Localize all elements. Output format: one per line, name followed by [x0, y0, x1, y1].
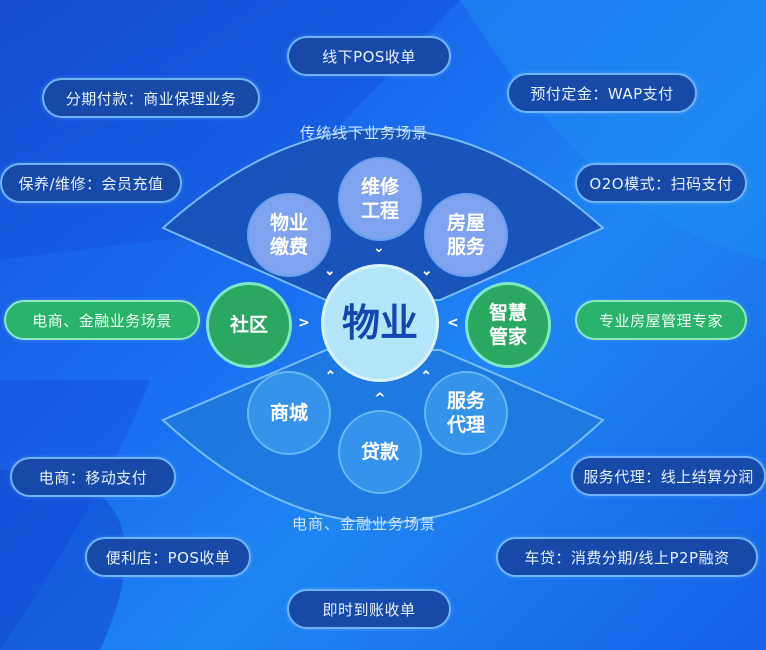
pill-installment-factoring: 分期付款：商业保理业务 — [42, 78, 260, 118]
pill-instant-settlement: 即时到账收单 — [287, 589, 451, 629]
node-smart-butler: 智慧 管家 — [465, 282, 551, 368]
node-property-fee: 物业 缴费 — [247, 193, 331, 277]
node-housing-service: 房屋 服务 — [424, 193, 508, 277]
pill-property-expert: 专业房屋管理专家 — [575, 300, 747, 340]
pill-service-agent-settlement: 服务代理：线上结算分润 — [571, 456, 766, 496]
node-maintenance: 维修 工程 — [338, 157, 422, 241]
center-node-property: 物业 — [321, 264, 439, 382]
pill-offline-pos: 线下POS收单 — [287, 36, 451, 76]
node-service-agent: 服务 代理 — [424, 371, 508, 455]
node-loan: 贷款 — [338, 410, 422, 494]
arrow-right-icon: > — [298, 315, 310, 331]
arrow-down-icon: ⌄ — [373, 240, 385, 256]
pill-store-pos: 便利店：POS收单 — [85, 537, 251, 577]
arrow-up-icon: ^ — [374, 391, 386, 407]
node-community: 社区 — [206, 282, 292, 368]
arrow-left-icon: < — [447, 315, 459, 331]
pill-ecommerce-mobile-pay: 电商：移动支付 — [10, 457, 176, 497]
node-mall: 商城 — [247, 371, 331, 455]
pill-maintenance-membership: 保养/维修：会员充值 — [0, 163, 182, 203]
pill-o2o-qrcode: O2O模式：扫码支付 — [575, 163, 747, 203]
pill-prepaid-wap: 预付定金：WAP支付 — [507, 73, 697, 113]
pill-car-loan: 车贷：消费分期/线上P2P融资 — [496, 537, 758, 577]
bottom-fan-title: 电商、金融业务场景 — [292, 515, 437, 533]
pill-ecommerce-finance: 电商、金融业务场景 — [4, 300, 200, 340]
top-fan-title: 传统线下业务场景 — [300, 124, 429, 142]
